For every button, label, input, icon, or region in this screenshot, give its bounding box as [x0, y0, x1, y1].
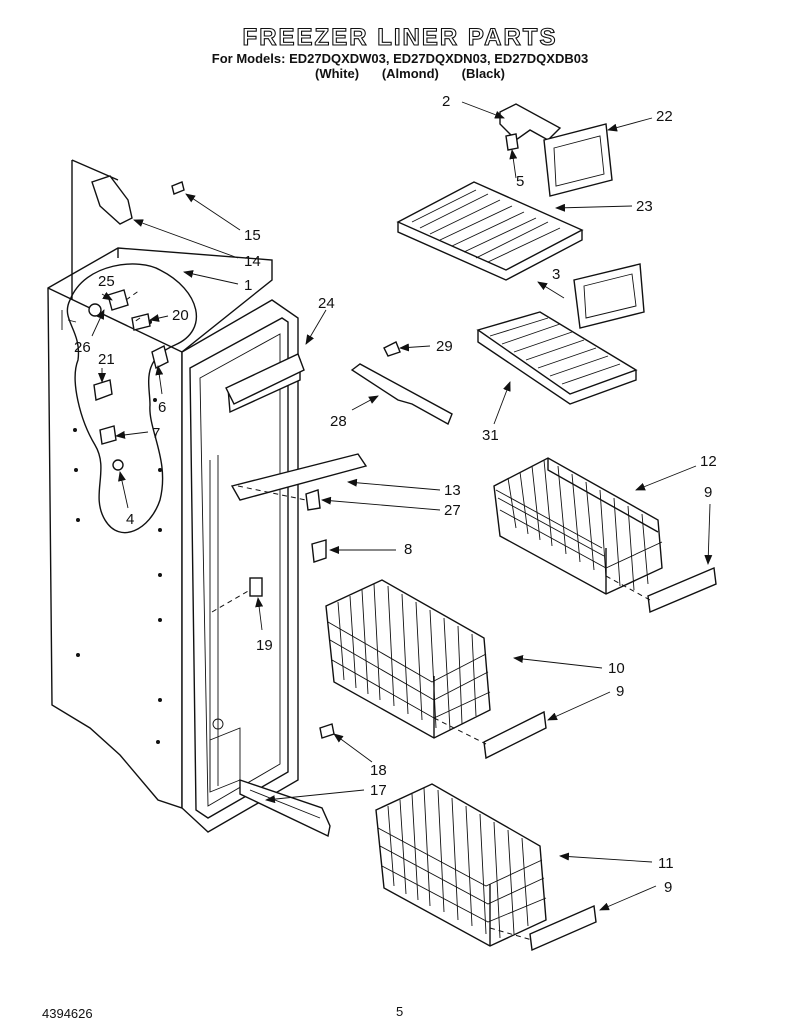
color-almond: (Almond) [381, 66, 439, 81]
part-25-socket [107, 289, 129, 311]
part-14-bracket [91, 175, 133, 225]
callout-label: 11 [658, 855, 674, 872]
part-28-rail [350, 363, 453, 425]
callout-label: 7 [152, 425, 160, 442]
callout-label: 2 [442, 93, 450, 110]
page-number: 5 [396, 1004, 404, 1019]
callout-label: 31 [482, 427, 499, 444]
part-6-clip [151, 344, 169, 370]
callout-label: 24 [318, 295, 335, 312]
part-2-hanger [499, 103, 562, 141]
callout-label: 21 [98, 351, 115, 368]
part-22-frame [543, 123, 613, 197]
callout-label: 13 [444, 482, 461, 499]
callout-label: 1 [244, 277, 252, 294]
side-wall-holes [73, 320, 162, 744]
callout-label: 28 [330, 413, 347, 430]
part-9-slide-lower [529, 904, 597, 952]
callout-label: 20 [172, 307, 189, 324]
part-20-clip [131, 313, 151, 331]
callout-label: 9 [616, 683, 624, 700]
basket-10 [325, 579, 491, 739]
part-8-clip [311, 539, 327, 563]
part-24-deflector [225, 353, 305, 405]
part-17-cover [239, 779, 331, 838]
freezer-liner [47, 159, 301, 833]
callout-label: 15 [244, 227, 261, 244]
part-31-wire-shelf [476, 311, 638, 395]
callout-label: 26 [74, 339, 91, 356]
part-7-clip [99, 425, 117, 445]
leader-lines [91, 101, 713, 911]
callout-label: 9 [704, 484, 712, 501]
part-9-slide-upper [647, 566, 717, 614]
part-19-switch [249, 577, 263, 597]
wire-harness [66, 263, 198, 534]
callout-label: 29 [436, 338, 453, 355]
small-parts [88, 175, 368, 739]
basket-11 [375, 783, 547, 947]
basket-12 [493, 457, 663, 595]
callout-label: 10 [608, 660, 625, 677]
part-18-screw [319, 723, 335, 739]
callout-label: 12 [700, 453, 717, 470]
callout-label: 22 [656, 108, 673, 125]
callout-label: 18 [370, 762, 387, 779]
callout-label: 14 [244, 253, 261, 270]
part-29-screw [383, 341, 401, 357]
model-list: For Models: ED27DQXDW03, ED27DQXDN03, ED… [211, 51, 589, 66]
shelf-parts [225, 103, 645, 425]
callout-label: 19 [256, 637, 273, 654]
color-white: (White) [315, 66, 360, 81]
callout-label: 25 [98, 273, 115, 290]
part-26-cap [88, 303, 102, 317]
document-number: 4394626 [42, 1006, 93, 1021]
part-15-screw [171, 181, 185, 195]
callout-label: 5 [516, 173, 524, 190]
part-4-plug [112, 459, 124, 471]
callout-numbers: 2 22 5 23 15 14 1 25 20 26 21 6 7 4 3 24… [74, 93, 717, 896]
callout-label: 3 [552, 266, 560, 283]
color-black: (Black) [461, 66, 505, 81]
part-13-bracket [230, 453, 368, 501]
callout-label: 6 [158, 399, 166, 416]
part-5-screw [505, 133, 519, 151]
callout-label: 8 [404, 541, 412, 558]
part-27-clip [305, 489, 321, 511]
part-3-frame [573, 263, 645, 329]
callout-label: 4 [126, 511, 134, 528]
page-title: FREEZER LINER PARTS [242, 23, 558, 51]
callout-label: 9 [664, 879, 672, 896]
model-colors: (White) (Almond) (Black) [315, 66, 505, 81]
part-9-slide-middle [483, 710, 547, 760]
callout-label: 17 [370, 782, 387, 799]
callout-label: 27 [444, 502, 461, 519]
callout-label: 23 [636, 198, 653, 215]
